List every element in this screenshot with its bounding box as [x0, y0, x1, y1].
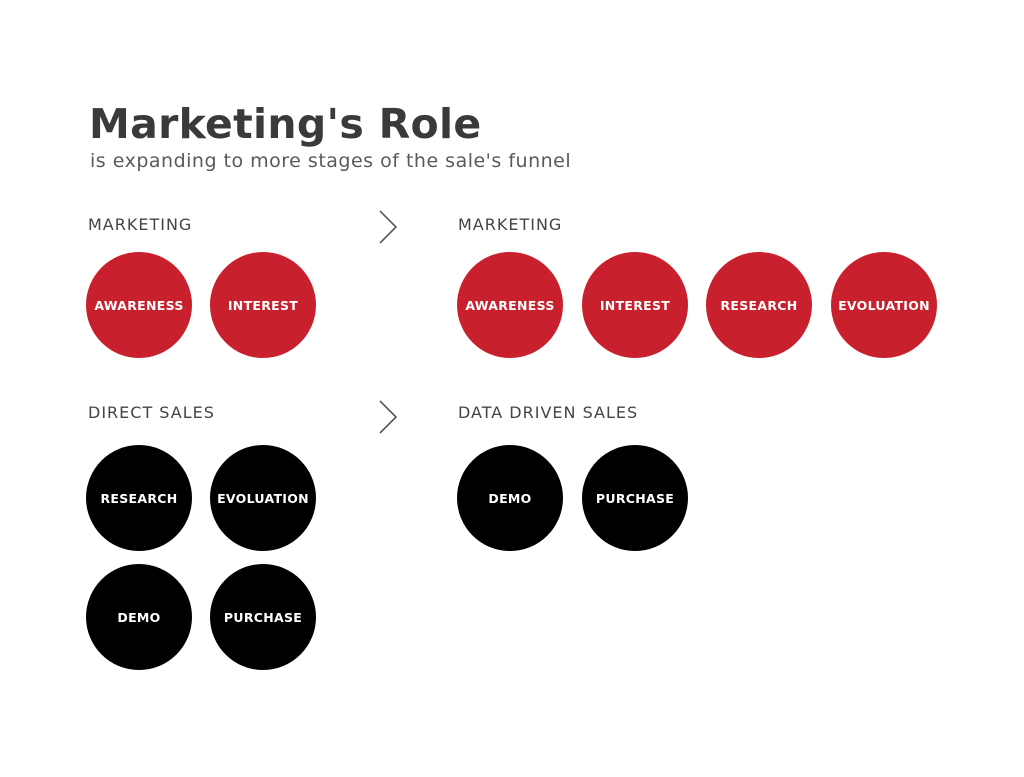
- stage-label: RESEARCH: [100, 490, 178, 506]
- chevron-right-icon: [378, 209, 398, 245]
- page-title: Marketing's Role: [89, 100, 482, 148]
- page-subtitle: is expanding to more stages of the sale'…: [90, 150, 572, 172]
- stage-label: PURCHASE: [595, 490, 675, 506]
- before-marketing-stage-awareness: AWARENESS: [86, 252, 192, 358]
- before-sales-stage-evoluation: EVOLUATION: [210, 445, 316, 551]
- after-sales-stage-purchase: PURCHASE: [582, 445, 688, 551]
- after-marketing-stage-evoluation: EVOLUATION: [831, 252, 937, 358]
- before-sales-stage-demo: DEMO: [86, 564, 192, 670]
- stage-label: RESEARCH: [720, 297, 798, 313]
- stage-label: INTEREST: [599, 297, 671, 313]
- chevron-right-icon: [378, 399, 398, 435]
- after-marketing-label: MARKETING: [458, 215, 563, 234]
- before-sales-label: DIRECT SALES: [88, 403, 215, 422]
- stage-label: DEMO: [117, 609, 161, 625]
- after-sales-stage-demo: DEMO: [457, 445, 563, 551]
- after-marketing-stage-research: RESEARCH: [706, 252, 812, 358]
- stage-label: EVOLUATION: [838, 297, 930, 313]
- stage-label: AWARENESS: [465, 297, 555, 313]
- stage-label: EVOLUATION: [217, 490, 309, 506]
- stage-label: PURCHASE: [223, 609, 303, 625]
- stage-label: DEMO: [488, 490, 532, 506]
- before-marketing-label: MARKETING: [88, 215, 193, 234]
- stage-label: INTEREST: [227, 297, 299, 313]
- after-marketing-stage-awareness: AWARENESS: [457, 252, 563, 358]
- before-marketing-stage-interest: INTEREST: [210, 252, 316, 358]
- before-sales-stage-research: RESEARCH: [86, 445, 192, 551]
- stage-label: AWARENESS: [94, 297, 184, 313]
- after-marketing-stage-interest: INTEREST: [582, 252, 688, 358]
- before-sales-stage-purchase: PURCHASE: [210, 564, 316, 670]
- after-sales-label: DATA DRIVEN SALES: [458, 403, 639, 422]
